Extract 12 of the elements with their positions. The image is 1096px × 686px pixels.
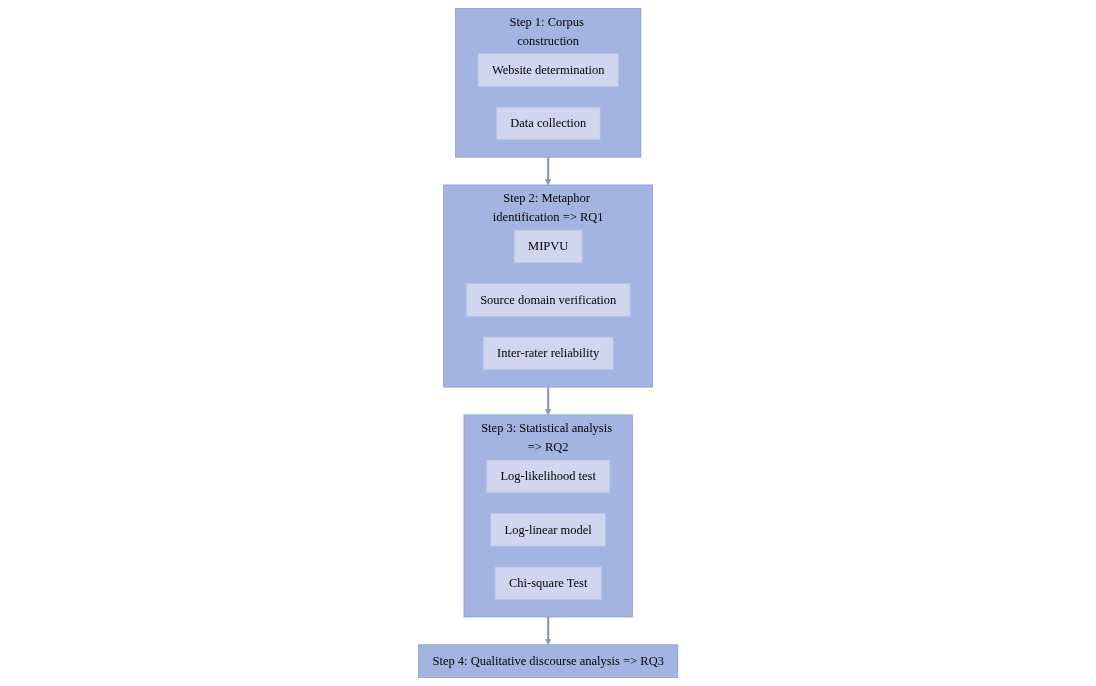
node-box: Log-linear model — [490, 513, 606, 547]
node-box: MIPVU — [513, 229, 583, 264]
node-box: Log-likelihood test — [486, 459, 610, 493]
arrow — [544, 387, 552, 416]
node-box: Data collection — [495, 106, 601, 141]
arrow — [544, 157, 552, 186]
node-box: Website determination — [477, 53, 619, 87]
node-box: Step 4: Qualitative discourse analysis => RQ3 — [418, 644, 678, 678]
arrow — [544, 617, 552, 646]
node-box: Inter-rater reliability — [482, 336, 614, 371]
node-box: Source domain verification — [465, 283, 631, 317]
node-box: Chi-square Test — [494, 566, 602, 600]
